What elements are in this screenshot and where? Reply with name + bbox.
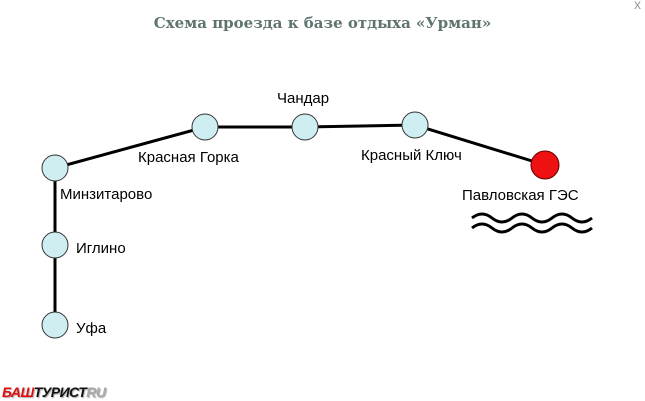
label-chandar: Чандар xyxy=(277,90,329,107)
logo-part1: БАШ xyxy=(2,384,34,400)
close-button[interactable]: x xyxy=(634,0,641,12)
page-title: Схема проезда к базе отдыха «Урман» xyxy=(153,14,492,32)
station-ufa xyxy=(41,311,69,339)
route-line xyxy=(53,123,546,325)
label-iglino: Иглино xyxy=(76,240,126,257)
logo-part3: RU xyxy=(86,384,106,400)
label-krasny-klyuch: Красный Ключ xyxy=(361,147,462,164)
logo-part2: ТУРИСТ xyxy=(33,384,87,400)
label-ufa: Уфа xyxy=(76,320,107,337)
label-minzitarovo: Минзитарово xyxy=(60,186,152,203)
station-krasny-klyuch xyxy=(401,111,429,139)
destination-marker xyxy=(530,150,560,180)
bashturist-logo[interactable]: БАШТУРИСТRU xyxy=(2,384,106,400)
station-krasnaya-gorka xyxy=(191,113,219,141)
station-iglino xyxy=(41,231,69,259)
water-icon xyxy=(471,212,593,234)
label-pavlovskaya-ges: Павловская ГЭС xyxy=(462,187,579,204)
label-krasnaya-gorka: Красная Горка xyxy=(138,149,240,166)
station-minzitarovo xyxy=(41,154,69,182)
station-chandar xyxy=(291,113,319,141)
